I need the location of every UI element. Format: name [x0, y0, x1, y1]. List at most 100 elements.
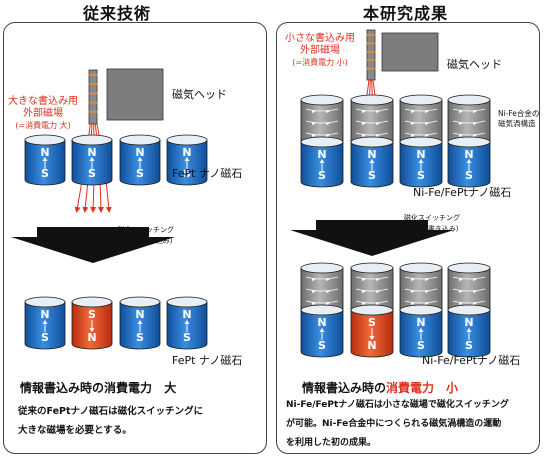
coil-winding [89, 74, 97, 76]
vortex-line2: 磁気渦構造 [498, 119, 536, 128]
right-desc-line1: Ni-Fe/FePtナノ磁石は小さな磁場で磁化スイッチング [286, 400, 509, 410]
pole-north: N [40, 308, 49, 321]
fept-magnet-switched: SN [71, 296, 113, 350]
vortex-swirl [404, 276, 438, 280]
vortex-swirl [452, 288, 486, 292]
coil-winding [89, 92, 97, 95]
pole-south: S [318, 169, 326, 182]
pole-south: S [417, 339, 425, 352]
fept-magnet: NS [350, 136, 394, 188]
pole-north: N [182, 146, 191, 159]
left-field-caption: 大きな書込み用 外部磁場 (=消費電力 大) [8, 96, 78, 132]
vortex-swirl [355, 276, 389, 280]
pole-south: S [41, 331, 49, 344]
vortex-swirl [404, 288, 438, 292]
right-description: Ni-Fe/FePtナノ磁石は小さな磁場で磁化スイッチング が可能。Ni-Fe合… [286, 396, 509, 453]
pole-north: N [464, 316, 473, 329]
fept-magnet: NS [399, 304, 443, 358]
pole-south: S [183, 331, 191, 344]
fept-magnet: NS [300, 136, 344, 188]
left-magnet-label-bottom: FePt ナノ磁石 [172, 354, 243, 367]
coil-winding [367, 59, 375, 62]
vortex-swirl [355, 108, 389, 112]
pole-south: S [88, 167, 96, 180]
vortex-swirl [305, 276, 339, 280]
vortex-caption: Ni-Fe合金の 磁気渦構造 [498, 109, 539, 129]
left-switch-line2: (情報の書き込み) [118, 237, 173, 245]
pole-north: N [135, 146, 144, 159]
vortex-swirl [404, 120, 438, 124]
vortex-swirl [452, 300, 486, 304]
vortex-swirl [452, 276, 486, 280]
pole-south: S [88, 308, 96, 321]
fept-magnet: NS [166, 296, 208, 350]
vortex-swirl [305, 132, 339, 136]
vortex-swirl [305, 108, 339, 112]
pole-north: N [40, 146, 49, 159]
pole-south: S [368, 316, 376, 329]
left-head-block [106, 68, 164, 121]
vortex-swirl [404, 108, 438, 112]
right-power-value: 消費電力 小 [386, 381, 459, 395]
pole-south: S [368, 169, 376, 182]
vortex-swirl [404, 132, 438, 136]
coil-winding [89, 110, 97, 113]
pole-south: S [318, 339, 326, 352]
left-field-line2: 外部磁場 [23, 108, 63, 119]
right-field-caption: 小さな書込み用 外部磁場 (=消費電力 小) [285, 33, 355, 69]
pole-north: N [182, 308, 191, 321]
left-power-prefix: 情報書込み時の消費電力 [20, 381, 153, 395]
fept-magnet: NS [71, 134, 113, 186]
left-head-label: 磁気ヘッド [172, 88, 227, 101]
fept-magnet: NS [119, 134, 161, 186]
right-field-line3: (=消費電力 小) [292, 58, 348, 67]
pole-north: N [317, 148, 326, 161]
pole-north: N [87, 146, 96, 159]
left-power-line: 情報書込み時の消費電力 大 [20, 379, 176, 396]
nife-vortex-layer [350, 262, 394, 316]
right-field-line2: 外部磁場 [300, 45, 340, 56]
vortex-swirl [355, 300, 389, 304]
switching-arrow-left [11, 227, 175, 263]
pole-south: S [465, 339, 473, 352]
right-title: 本研究成果 [363, 4, 449, 23]
vortex-swirl [355, 120, 389, 124]
right-desc-line3: を利用した初の成果。 [286, 438, 377, 448]
coil-winding [367, 50, 375, 53]
nife-vortex-layer [300, 94, 344, 148]
right-head-block [381, 32, 439, 72]
pole-north: N [464, 148, 473, 161]
pole-north: N [367, 339, 376, 352]
vortex-swirl [452, 132, 486, 136]
left-magnet-label-top: FePt ナノ磁石 [172, 167, 243, 180]
coil-winding [89, 101, 97, 104]
fept-magnet: NS [447, 304, 491, 358]
left-switch-line1: 磁化スイッチング [118, 226, 174, 234]
left-switch-caption: 磁化スイッチング (情報の書き込み) [118, 225, 174, 247]
right-write-pole [366, 29, 376, 81]
vortex-line1: Ni-Fe合金の [498, 109, 540, 118]
right-switch-caption: 磁化スイッチング (情報の書き込み) [404, 213, 460, 235]
switching-arrow-right [290, 220, 454, 256]
vortex-swirl [305, 120, 339, 124]
vortex-swirl [355, 132, 389, 136]
right-magnet-label-top: Ni-Fe/FePtナノ磁石 [413, 186, 512, 199]
pole-north: N [135, 308, 144, 321]
left-write-pole [88, 69, 98, 125]
right-power-line: 情報書込み時の消費電力 小 [302, 379, 458, 396]
pole-north: N [87, 331, 96, 344]
right-switch-line1: 磁化スイッチング [404, 214, 460, 222]
left-desc-line2: 大きな磁場を必要とする。 [18, 425, 132, 436]
coil-winding [367, 67, 375, 70]
fept-magnet: NS [166, 134, 208, 186]
vortex-swirl [404, 300, 438, 304]
fept-magnet: NS [300, 304, 344, 358]
nife-vortex-layer [399, 262, 443, 316]
fept-magnet: NS [119, 296, 161, 350]
fept-magnet: NS [399, 136, 443, 188]
pole-south: S [136, 331, 144, 344]
coil-winding [367, 42, 375, 45]
left-description: 従来のFePtナノ磁石は磁化スイッチングに 大きな磁場を必要とする。 [18, 402, 203, 440]
pole-north: N [416, 316, 425, 329]
